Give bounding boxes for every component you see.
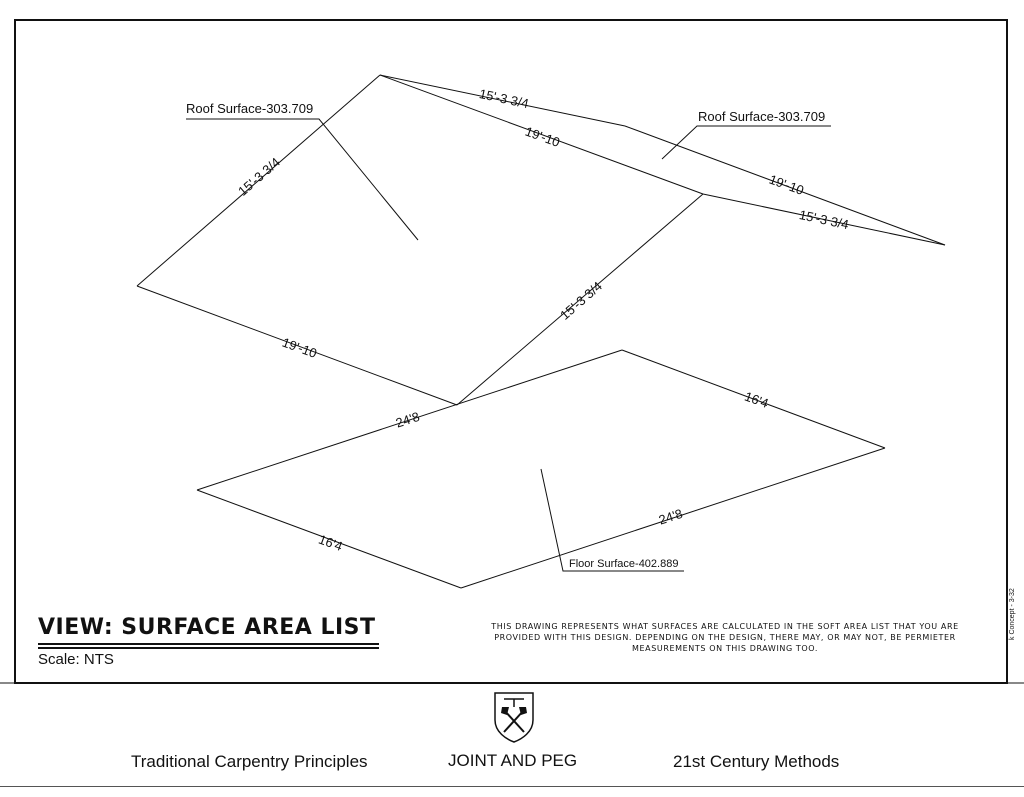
top-short-line [379,74,626,127]
sheet-border [14,19,1008,684]
dim-left-rake: 15'-3 3/4 [235,154,283,198]
view-title-rule-top [38,643,379,645]
dim-center-rake: 15'-3 3/4 [557,278,605,322]
dim-floor-right-top: 16'4 [743,389,771,411]
right-short-line [702,193,946,246]
roof-geometry [136,74,946,406]
view-title-rule-bottom [38,647,379,649]
roof-surface-right-label: Roof Surface-303.709 [698,109,825,124]
footer-right-tagline: 21st Century Methods [673,752,840,771]
scale-label: Scale: NTS [38,651,114,668]
floor-edge-right-top [621,349,886,449]
drawing-note: THIS DRAWING REPRESENTS WHAT SURFACES AR… [470,621,980,654]
left-eave-line [136,285,458,406]
floor-edge-left-bottom [196,489,462,589]
floor-leader [540,468,684,572]
roof-right-leader [661,125,831,160]
floor-edge-right-bottom [460,447,886,589]
dim-floor-left-bottom: 16'4 [317,532,345,554]
floor-edge-left-top [196,349,623,491]
dim-right-short: 15'-3 3/4 [798,207,850,232]
view-title: VIEW: SURFACE AREA LIST [38,615,376,640]
footer-brand: JOINT AND PEG [448,751,578,770]
roof-left-leader [186,118,419,241]
dimension-labels: 15'-3 3/4 15'-3 3/4 19'-10 19'-10 15'-3 … [235,86,850,554]
dim-right-eave: 19'-10 [767,172,806,198]
footer-left-tagline: Traditional Carpentry Principles [131,752,368,771]
dim-ridge-diag: 19'-10 [523,124,562,150]
note-line-1: THIS DRAWING REPRESENTS WHAT SURFACES AR… [491,622,959,631]
dim-left-eave: 19'-10 [280,335,319,361]
right-eave-line [624,125,946,246]
leader-lines [186,118,831,572]
center-rake-line [456,193,704,406]
footer-bottom-rule [0,786,1024,787]
left-rake-line [136,74,381,287]
dim-top-short: 15'-3 3/4 [478,86,530,111]
floor-geometry [196,349,886,589]
ridge-diag-line [379,74,704,195]
note-line-3: MEASUREMENTS ON THIS DRAWING TOO. [631,644,819,653]
roof-surface-left-label: Roof Surface-303.709 [186,101,313,116]
dim-floor-left-top: 24'8 [394,409,422,431]
sheet-reference: k Concept - 3-32 [1009,588,1016,640]
dim-floor-right-bottom: 24'8 [657,506,685,528]
floor-surface-label: Floor Surface-402.889 [569,558,678,570]
crossed-axe-shield-icon [494,692,534,743]
note-line-2: PROVIDED WITH THIS DESIGN. DEPENDING ON … [494,633,956,642]
